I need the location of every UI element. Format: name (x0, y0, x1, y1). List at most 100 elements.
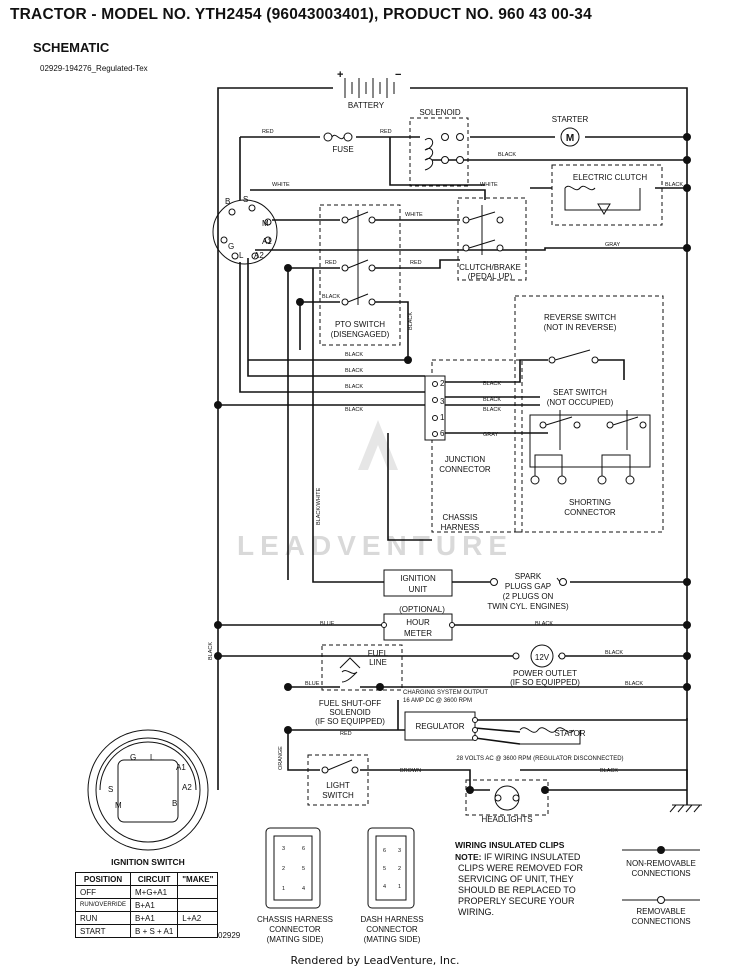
row-make (177, 924, 219, 938)
ground-symbol (669, 790, 702, 813)
battery: + − BATTERY (337, 69, 401, 110)
row-position: OFF (74, 885, 132, 899)
wire-black-2: BLACK (665, 182, 683, 188)
legend-removable-2: CONNECTIONS (631, 917, 690, 926)
fuel-line-label-2: LINE (369, 658, 387, 667)
wire-black-11: BLACK (535, 621, 553, 627)
hour-meter: (OPTIONAL) HOUR METER (381, 605, 455, 641)
row-position: START (74, 924, 132, 938)
note-line-4: SHOULD BE REPLACED TO (458, 885, 576, 895)
table-row: OFF M+G+A1 (74, 885, 219, 899)
wire-black-4: BLACK (345, 352, 363, 358)
table-row: RUN/OVERRIDE B+A1 (74, 898, 219, 912)
jc-pin-c: 1 (440, 413, 445, 422)
clutch-brake-label-1: CLUTCH/BRAKE (459, 263, 521, 272)
dpin-3: 5 (383, 866, 386, 872)
stator-note: 28 VOLTS AC @ 3600 RPM (REGULATOR DISCON… (456, 756, 623, 762)
cpin-2: 6 (302, 846, 305, 852)
wire-blue-1: BLUE (320, 621, 335, 627)
note-line-5: PROPERLY SECURE YOUR (458, 896, 575, 906)
wire-white-3: WHITE (405, 212, 423, 218)
col-position: POSITION (74, 872, 132, 886)
dpin-2: 3 (398, 848, 401, 854)
wire-black-1: BLACK (498, 152, 516, 158)
detail-a2: A2 (182, 783, 192, 792)
detail-m: M (115, 801, 122, 810)
row-make (177, 885, 219, 899)
clutch-brake-switch: CLUTCH/BRAKE (PEDAL UP) (457, 197, 527, 281)
reverse-label-1: REVERSE SWITCH (544, 313, 616, 322)
charging-label-1: CHARGING SYSTEM OUTPUT (403, 690, 488, 696)
wire-black-3: BLACK (322, 294, 340, 300)
ignition-switch-title: IGNITION SWITCH (111, 857, 185, 867)
fso-label-1: FUEL SHUT-OFF (319, 699, 381, 708)
row-make: L+A2 (177, 911, 219, 925)
motor-letter: M (566, 133, 574, 144)
wire-white-2: WHITE (480, 182, 498, 188)
wire-black-8: BLACK (483, 381, 501, 387)
stator-label: STATOR (554, 729, 585, 738)
legend-nonremovable-1: NON-REMOVABLE (626, 859, 696, 868)
wire-red-2: RED (380, 129, 392, 135)
watermark-text: LEADVENTURE (237, 530, 513, 561)
light-switch: LIGHT SWITCH (307, 754, 369, 806)
electric-clutch: ELECTRIC CLUTCH (551, 164, 663, 226)
battery-plus: + (337, 69, 343, 81)
detail-s: S (108, 785, 113, 794)
starter-label: STARTER (552, 115, 589, 124)
chassis-conn-label-3: (MATING SIDE) (267, 935, 324, 944)
ignition-unit: IGNITION UNIT SPARK PLUGS GAP (2 PLUGS O… (383, 569, 569, 611)
main-wiring (217, 87, 688, 791)
wire-black-5: BLACK (345, 368, 363, 374)
battery-minus: − (395, 69, 401, 81)
regulator: CHARGING SYSTEM OUTPUT 16 AMP DC @ 3600 … (403, 690, 624, 762)
row-position: RUN/OVERRIDE (74, 898, 132, 912)
col-make: "MAKE" (177, 872, 219, 886)
term-a1: A1 (262, 237, 272, 246)
term-m: M (262, 219, 269, 228)
term-s: S (243, 195, 248, 204)
chassis-conn-label-2: CONNECTOR (269, 925, 321, 934)
term-l: L (239, 251, 244, 260)
ignition-position-table: POSITION CIRCUIT "MAKE" OFF M+G+A1 RUN/O… (74, 872, 219, 938)
cpin-5: 1 (282, 886, 285, 892)
battery-label: BATTERY (348, 101, 385, 110)
wire-black-10: BLACK (483, 407, 501, 413)
spark-label-2: PLUGS GAP (505, 582, 551, 591)
seat-label-2: (NOT OCCUPIED) (547, 398, 614, 407)
wire-black-6: BLACK (345, 384, 363, 390)
wire-black-pto: BLACK (408, 312, 414, 330)
wire-gray-1: GRAY (605, 242, 621, 248)
chassis-harness-label-2: HARNESS (441, 523, 480, 532)
wire-blue-2: BLUE (305, 681, 320, 687)
cpin-1: 3 (282, 846, 285, 852)
junction-label-2: CONNECTOR (439, 465, 491, 474)
watermark: LEADVENTURE (237, 420, 513, 561)
electric-clutch-label: ELECTRIC CLUTCH (573, 173, 647, 182)
term-b: B (225, 197, 230, 206)
wire-black-12: BLACK (605, 650, 623, 656)
reverse-label-2: (NOT IN REVERSE) (544, 323, 617, 332)
chassis-harness-label-1: CHASSIS (442, 513, 477, 522)
cpin-6: 4 (302, 886, 305, 892)
dpin-6: 1 (398, 884, 401, 890)
wire-orange: ORANGE (278, 746, 284, 770)
junction-connector: 2 3 1 6 JUNCTION CONNECTOR CHASSIS HARNE… (424, 375, 491, 532)
outlet-label-1: POWER OUTLET (513, 669, 577, 678)
jc-pin-a: 2 (440, 379, 445, 388)
hour-label-1: HOUR (406, 618, 430, 627)
term-a2: A2 (254, 251, 264, 260)
fso-label-3: (IF SO EQUIPPED) (315, 717, 385, 726)
dash-conn-label-1: DASH HARNESS (360, 915, 423, 924)
jc-pin-b: 3 (440, 397, 445, 406)
seat-label-1: SEAT SWITCH (553, 388, 607, 397)
charging-label-2: 16 AMP DC @ 3600 RPM (403, 698, 472, 704)
row-circuit: B + S + A1 (130, 924, 179, 938)
table-row: RUN B+A1 L+A2 (74, 911, 219, 925)
connection-legend: NON-REMOVABLE CONNECTIONS REMOVABLE CONN… (622, 846, 700, 926)
solenoid: SOLENOID (409, 108, 469, 187)
wire-white-1: WHITE (272, 182, 290, 188)
harness-connectors: 3 6 2 5 1 4 CHASSIS HARNESS CONNECTOR (M… (257, 827, 424, 944)
hour-label-2: METER (404, 629, 432, 638)
pto-switch: PTO SWITCH (DISENGAGED) (319, 204, 401, 346)
